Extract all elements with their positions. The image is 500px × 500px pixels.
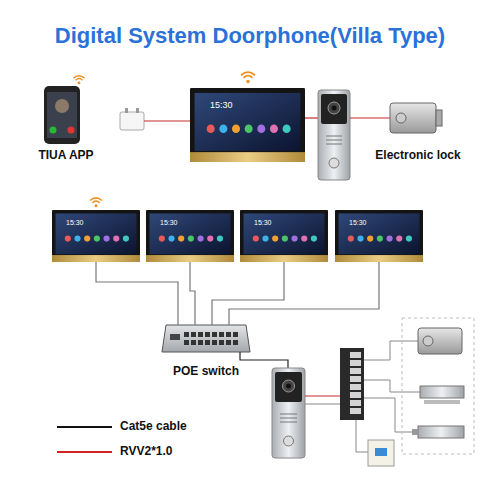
button-wire bbox=[356, 420, 368, 452]
exit-button bbox=[368, 440, 394, 466]
lock-cylinder bbox=[396, 113, 406, 123]
cat5e-wire bbox=[240, 352, 288, 368]
bolt-lock bbox=[412, 426, 464, 438]
button-plate bbox=[368, 440, 394, 466]
poe-switch: POE switch bbox=[158, 325, 254, 378]
wifi-icon bbox=[90, 198, 102, 207]
screen-clock: 15:30 bbox=[254, 218, 272, 227]
indoor-monitor-graphic bbox=[240, 210, 328, 262]
screen-clock: 15:30 bbox=[160, 218, 178, 227]
hangup-button bbox=[68, 127, 75, 134]
adapter-body bbox=[120, 112, 144, 130]
lock-cylinder bbox=[423, 336, 433, 346]
switch-body bbox=[162, 325, 250, 352]
cat5e-connector bbox=[229, 262, 379, 325]
indoor-monitor-graphic bbox=[190, 88, 305, 162]
call-button bbox=[329, 158, 339, 168]
phone-body bbox=[44, 86, 80, 144]
camera-lens bbox=[328, 102, 340, 114]
adapter-prong bbox=[125, 108, 128, 113]
outdoor-station bbox=[272, 368, 305, 458]
indoor-monitor-graphic bbox=[335, 210, 423, 262]
legend-text: RVV2*1.0 bbox=[120, 444, 172, 458]
lock-wire bbox=[364, 398, 418, 432]
legend-row: RVV2*1.0 bbox=[120, 444, 172, 458]
lock-latch bbox=[436, 110, 442, 126]
screen-clock: 15:30 bbox=[210, 100, 233, 111]
indoor-monitor-graphic bbox=[52, 210, 140, 262]
station-body bbox=[272, 368, 305, 458]
answer-button bbox=[50, 127, 57, 134]
camera-lens bbox=[283, 380, 295, 392]
legend-row: Cat5e cable bbox=[120, 419, 187, 433]
legend-line-sample bbox=[57, 451, 112, 453]
terminal-board bbox=[340, 348, 364, 420]
lock-wire bbox=[364, 341, 418, 360]
electric-lock bbox=[418, 328, 462, 354]
indoor-monitor-graphic bbox=[146, 210, 234, 262]
node-label: TIUA APP bbox=[38, 148, 93, 162]
camera-lens bbox=[286, 384, 291, 389]
lock-body bbox=[418, 328, 462, 354]
diagram-title: Digital System Doorphone(Villa Type) bbox=[0, 22, 500, 50]
button-key bbox=[375, 448, 387, 456]
adapter-prong bbox=[136, 108, 139, 113]
bolt-body bbox=[418, 426, 464, 438]
speaker-grille bbox=[326, 136, 342, 144]
phone-screen bbox=[47, 92, 77, 138]
speaker-grille bbox=[280, 414, 297, 422]
smartphone bbox=[44, 76, 85, 144]
caller-face bbox=[55, 99, 69, 113]
camera-panel bbox=[321, 94, 347, 124]
indoor-monitor: 15:30 bbox=[52, 210, 140, 262]
indoor-monitor: 15:30 bbox=[240, 210, 328, 262]
lock-device bbox=[390, 103, 442, 133]
bolt-pin bbox=[412, 429, 418, 435]
control-wire bbox=[305, 404, 340, 405]
switch-badge bbox=[170, 334, 180, 340]
cat5e-connector bbox=[96, 262, 178, 325]
board-body bbox=[340, 348, 364, 420]
power-wire bbox=[144, 120, 190, 121]
screen-clock: 15:30 bbox=[66, 218, 84, 227]
camera-panel bbox=[275, 372, 302, 402]
door-station bbox=[318, 90, 350, 180]
switch-ports bbox=[184, 332, 240, 345]
legend-text: Cat5e cable bbox=[120, 419, 187, 433]
rvv-wire bbox=[305, 395, 340, 396]
lock-wire bbox=[364, 380, 420, 392]
power-adapter bbox=[120, 108, 190, 130]
magnetic-lock bbox=[420, 386, 464, 404]
maglock-plate bbox=[424, 400, 460, 404]
node-label: POE switch bbox=[173, 364, 239, 378]
camera-lens bbox=[332, 106, 337, 111]
cat5e-connector bbox=[212, 262, 284, 325]
terminal-blocks bbox=[350, 352, 362, 416]
maglock-body bbox=[420, 386, 464, 398]
station-body bbox=[318, 90, 350, 180]
indoor-monitor: 15:30 bbox=[146, 210, 234, 262]
lock-body bbox=[390, 103, 436, 133]
monitor-wire bbox=[305, 117, 318, 118]
call-button bbox=[284, 436, 294, 446]
poe-switch-graphic bbox=[162, 325, 250, 352]
electronic-lock: Electronic lock bbox=[366, 98, 470, 162]
screen-clock: 15:30 bbox=[349, 218, 367, 227]
wifi-icon bbox=[241, 72, 255, 83]
legend-line-sample bbox=[57, 426, 112, 428]
indoor-monitor: 15:30 bbox=[335, 210, 423, 262]
node-label: Electronic lock bbox=[375, 148, 460, 162]
app-phone: TIUA APP bbox=[30, 80, 102, 162]
wifi-icon bbox=[74, 76, 85, 85]
cat5e-connector bbox=[190, 262, 195, 325]
lock-wire bbox=[350, 117, 390, 118]
lock-options-box bbox=[402, 318, 474, 454]
indoor-monitor: 15:30 bbox=[190, 88, 305, 162]
